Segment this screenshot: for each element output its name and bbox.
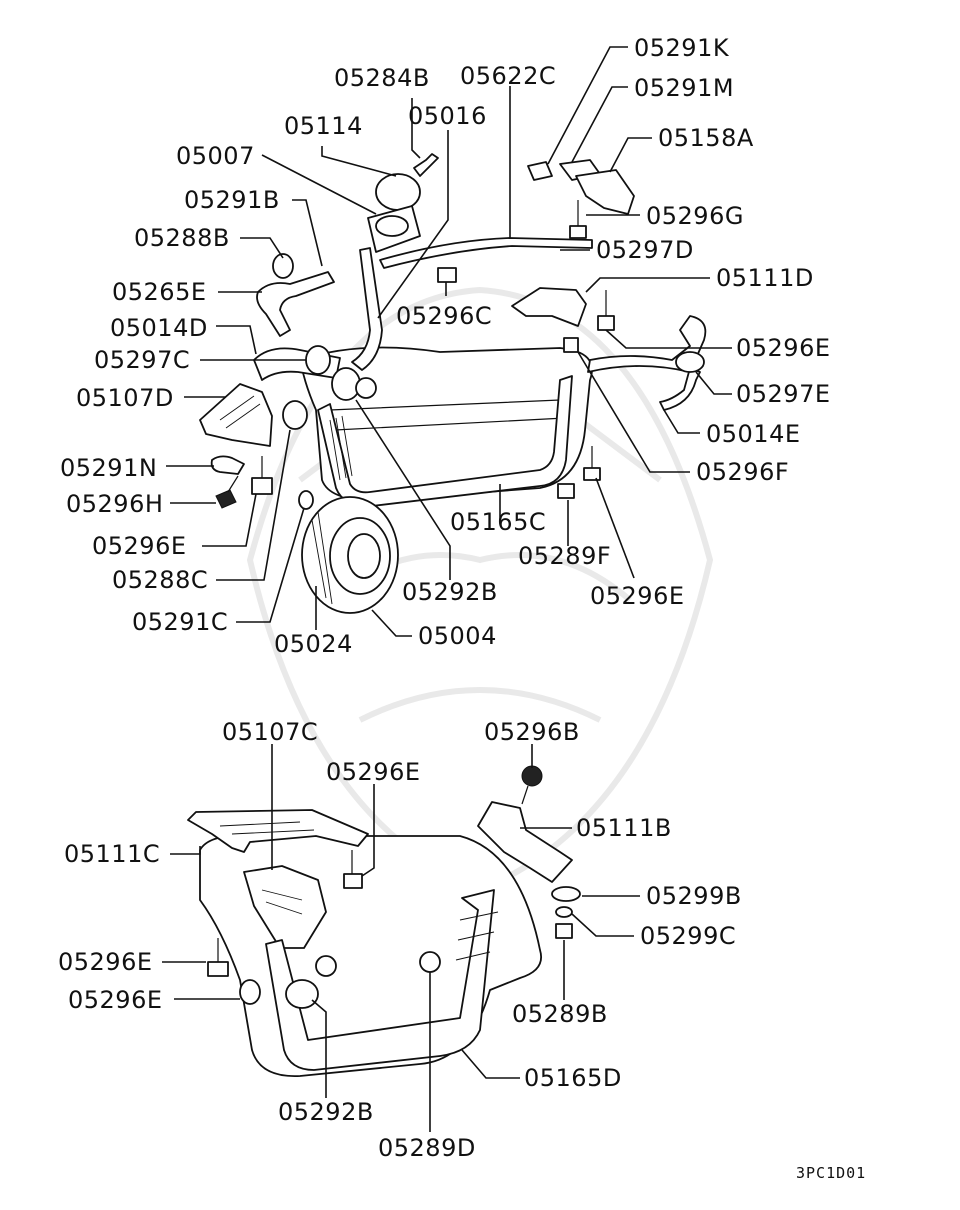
label-05291m: 05291M (634, 74, 734, 102)
label-05284b: 05284B (334, 64, 430, 92)
label-05107d: 05107D (76, 384, 174, 412)
label-05296e-2: 05296E (92, 532, 187, 560)
label-05299c: 05299C (640, 922, 736, 950)
label-05111b: 05111B (576, 814, 672, 842)
label-05291n: 05291N (60, 454, 157, 482)
label-05296h: 05296H (66, 490, 163, 518)
label-05622c: 05622C (460, 62, 556, 90)
leader-lines (162, 46, 732, 1132)
label-05291c: 05291C (132, 608, 228, 636)
label-05296e-6: 05296E (68, 986, 163, 1014)
label-05114: 05114 (284, 112, 363, 140)
label-05296f: 05296F (696, 458, 789, 486)
label-05296b: 05296B (484, 718, 580, 746)
upper-fuel-tank-assembly (199, 153, 707, 614)
label-05007: 05007 (176, 142, 255, 170)
label-05289b: 05289B (512, 1000, 608, 1028)
label-05016: 05016 (408, 102, 487, 130)
label-05296e-3: 05296E (590, 582, 685, 610)
label-05297d: 05297D (596, 236, 694, 264)
label-05165d: 05165D (524, 1064, 622, 1092)
label-05107c: 05107C (222, 718, 318, 746)
label-05296c: 05296C (396, 302, 492, 330)
label-05296e-5: 05296E (58, 948, 153, 976)
label-05296g: 05296G (646, 202, 744, 230)
label-05014d: 05014D (110, 314, 208, 342)
label-05297c: 05297C (94, 346, 190, 374)
label-05004: 05004 (418, 622, 497, 650)
label-05292b-1: 05292B (402, 578, 498, 606)
label-05158a: 05158A (658, 124, 754, 152)
label-05296e-1: 05296E (736, 334, 831, 362)
label-05289d: 05289D (378, 1134, 476, 1162)
part-labels: 05291K 05291M 05622C 05284B 05016 05114 … (58, 34, 866, 1182)
label-05024: 05024 (274, 630, 353, 658)
label-05299b: 05299B (646, 882, 742, 910)
label-05265e: 05265E (112, 278, 207, 306)
diagram-code: 3PC1D01 (796, 1164, 866, 1182)
label-05291b: 05291B (184, 186, 280, 214)
label-05014e: 05014E (706, 420, 801, 448)
label-05291k: 05291K (634, 34, 730, 62)
lower-fuel-tank-assembly (187, 765, 581, 1077)
label-05165c: 05165C (450, 508, 546, 536)
label-05288c: 05288C (112, 566, 208, 594)
label-05297e: 05297E (736, 380, 831, 408)
label-05296e-4: 05296E (326, 758, 421, 786)
label-05289f: 05289F (518, 542, 611, 570)
label-05288b: 05288B (134, 224, 230, 252)
label-05111d: 05111D (716, 264, 814, 292)
label-05111c: 05111C (64, 840, 160, 868)
label-05292b-2: 05292B (278, 1098, 374, 1126)
